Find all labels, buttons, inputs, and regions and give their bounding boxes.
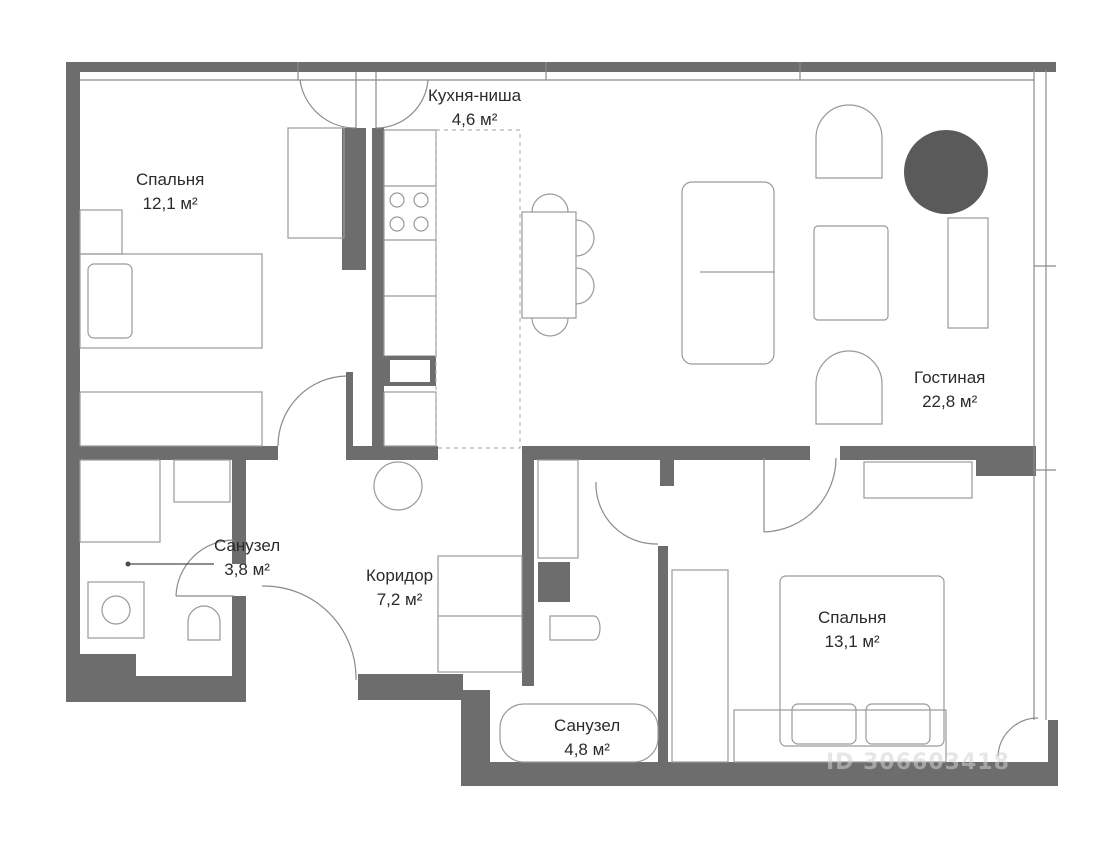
room-name: Спальня	[136, 170, 205, 189]
room-label-corridor: Коридор 7,2 м²	[366, 564, 433, 612]
corridor-fixtures	[373, 461, 523, 673]
room-name: Санузел	[554, 716, 621, 735]
watermark: ID 306603418	[826, 750, 1010, 775]
room-area: 4,8 м²	[564, 740, 610, 759]
doors	[175, 72, 1039, 757]
room-area: 7,2 м²	[376, 590, 423, 609]
bath1-fixtures	[79, 459, 231, 641]
room-label-bedroom2: Спальня 13,1 м²	[818, 606, 886, 654]
windows	[80, 62, 1056, 720]
room-area: 4,6 м²	[451, 110, 498, 129]
room-area: 22,8 м²	[922, 392, 978, 411]
walls	[66, 62, 1058, 786]
bedroom1-furniture	[79, 127, 345, 447]
room-label-living: Гостиная 22,8 м²	[914, 366, 985, 414]
room-area: 12,1 м²	[142, 194, 198, 213]
bedroom2-furniture	[671, 569, 947, 763]
room-label-kitchen: Кухня-ниша 4,6 м²	[428, 84, 521, 132]
bath2-fixtures	[499, 459, 659, 763]
living-furniture	[681, 104, 989, 499]
room-name: Гостиная	[914, 368, 986, 387]
room-label-bath1: Санузел 3,8 м²	[214, 534, 280, 582]
room-name: Санузел	[214, 536, 281, 555]
room-name: Спальня	[818, 608, 887, 627]
room-name: Кухня-ниша	[428, 86, 522, 105]
room-area: 13,1 м²	[824, 632, 880, 651]
dining-set	[521, 193, 595, 337]
room-label-bath2: Санузел 4,8 м²	[554, 714, 620, 762]
room-name: Коридор	[366, 566, 434, 585]
room-label-bedroom1: Спальня 12,1 м²	[136, 168, 204, 216]
room-area: 3,8 м²	[224, 560, 270, 579]
round-column	[904, 130, 988, 214]
kitchen-fixtures	[383, 129, 521, 449]
